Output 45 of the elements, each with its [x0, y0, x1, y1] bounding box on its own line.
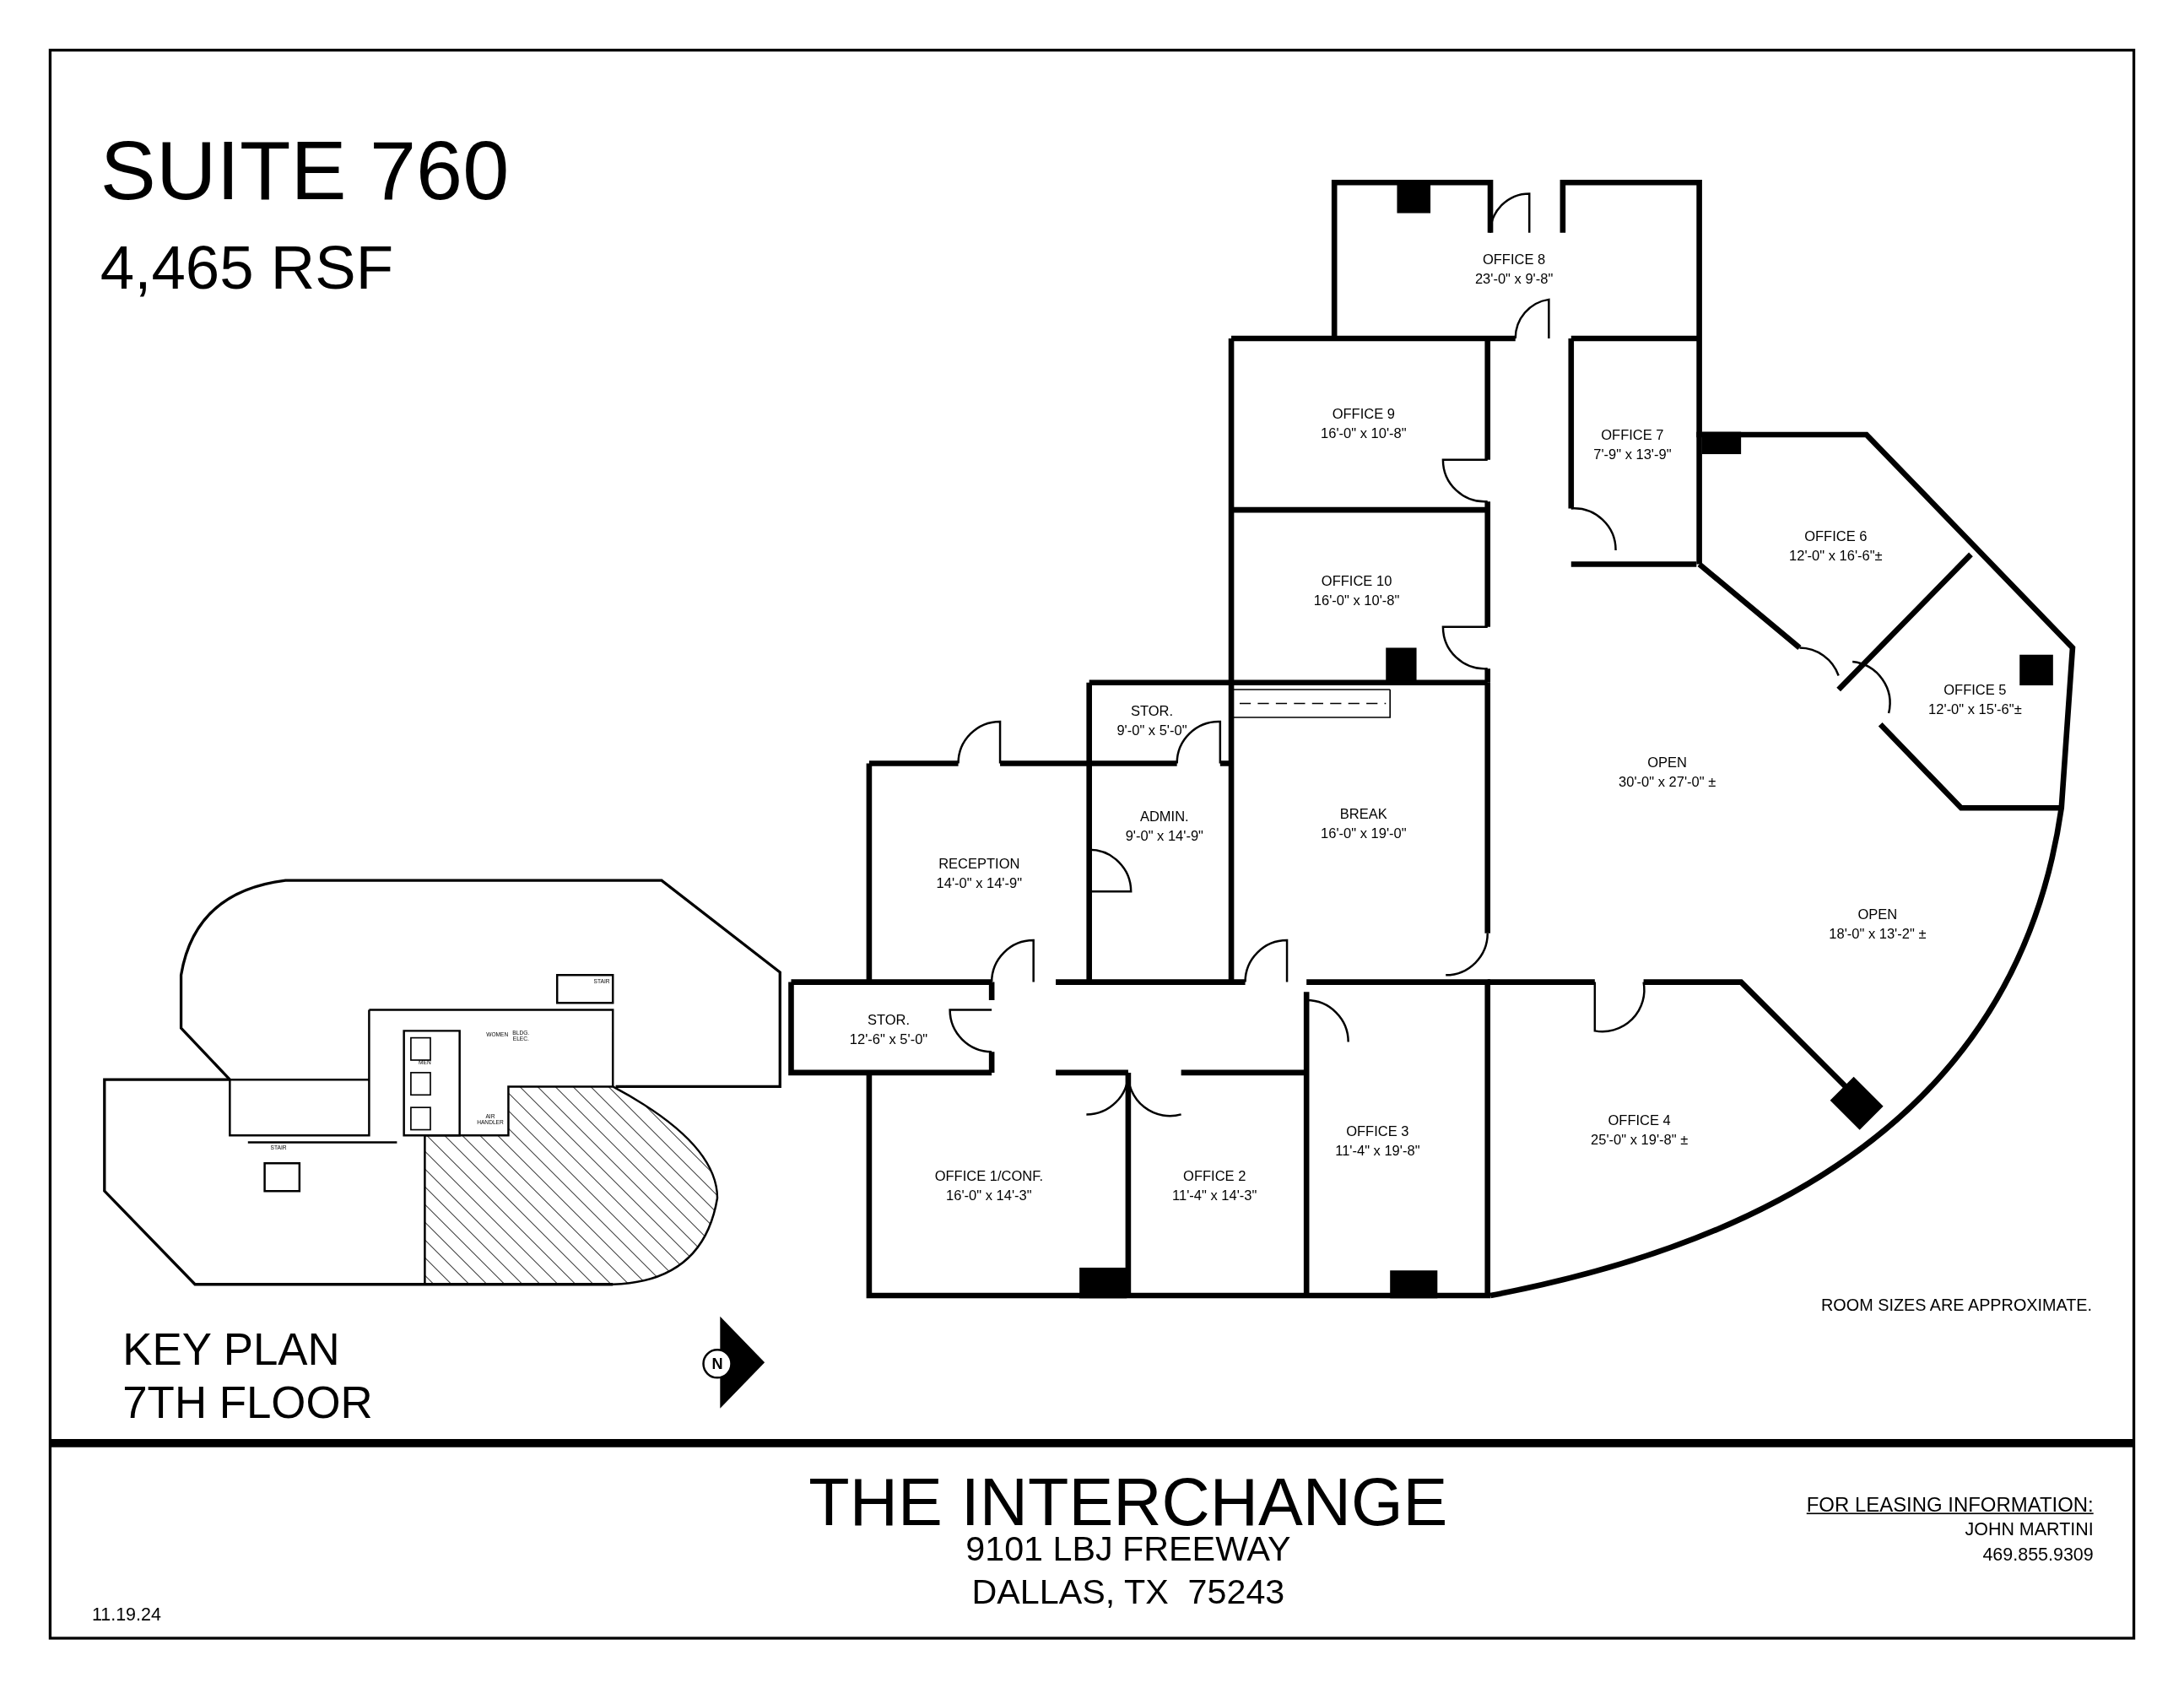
room-name: OFFICE 5	[1943, 680, 2008, 700]
leasing-heading: FOR LEASING INFORMATION:	[1806, 1495, 2094, 1518]
room-dimensions: 12'-0" x 15'-6"±	[1928, 700, 2022, 718]
room-name: STOR.	[866, 1011, 911, 1030]
room-dimensions: 16'-0" x 14'-3"	[945, 1186, 1033, 1204]
room-name: STOR.	[1129, 701, 1175, 720]
key-plan-caption: 7TH FLOOR	[122, 1379, 373, 1429]
room-name: OFFICE 10	[1320, 572, 1393, 591]
room-dimensions: 11'-4" x 19'-8"	[1335, 1141, 1420, 1160]
room-dimensions: 25'-0" x 19'-8" ±	[1591, 1130, 1689, 1149]
room-dimensions: 16'-0" x 10'-8"	[1313, 591, 1400, 609]
room-name: BREAK	[1338, 804, 1388, 823]
address-line: DALLAS, TX 75243	[971, 1572, 1285, 1611]
phone-number: 469.855.9309	[1982, 1545, 2094, 1565]
room-dimensions: 16'-0" x 10'-8"	[1321, 424, 1407, 442]
room-dimensions: 11'-4" x 14'-3"	[1172, 1186, 1257, 1204]
room-name: OFFICE 9	[1331, 405, 1396, 424]
room-name: OFFICE 7	[1600, 425, 1665, 445]
room-dimensions: 7'-9" x 13'-9"	[1593, 445, 1672, 463]
room-name: OPEN	[1646, 753, 1689, 771]
room-dimensions: 9'-0" x 5'-0"	[1116, 720, 1187, 739]
north-label: N	[711, 1355, 723, 1372]
date-label: 11.19.24	[91, 1604, 161, 1625]
note: ROOM SIZES ARE APPROXIMATE.	[1821, 1296, 2093, 1316]
room-dimensions: 23'-0" x 9'-8"	[1474, 269, 1554, 288]
title: SUITE 760	[100, 125, 510, 218]
room-dimensions: 9'-0" x 14'-9"	[1125, 826, 1203, 845]
room-name: OFFICE 1/CONF.	[934, 1166, 1044, 1186]
key-plan-caption: KEY PLAN	[122, 1326, 340, 1376]
room-dimensions: 30'-0" x 27'-0" ±	[1619, 772, 1716, 791]
room-dimensions: 12'-0" x 16'-6"±	[1789, 546, 1883, 565]
room-name: OFFICE 4	[1607, 1111, 1672, 1130]
room-dimensions: 18'-0" x 13'-2" ±	[1829, 923, 1927, 943]
room-name: OFFICE 2	[1182, 1166, 1247, 1186]
contact-name: JOHN MARTINI	[1965, 1519, 2094, 1540]
room-name: OFFICE 3	[1345, 1123, 1410, 1141]
area-label: 4,465 RSF	[100, 234, 393, 302]
room-dimensions: 14'-0" x 14'-9"	[936, 874, 1023, 892]
room-name: RECEPTION	[938, 855, 1021, 874]
room-name: OFFICE 8	[1481, 250, 1547, 269]
room-dimensions: 16'-0" x 19'-0"	[1321, 824, 1407, 842]
room-name: OPEN	[1857, 905, 1899, 923]
room-dimensions: 12'-6" x 5'-0"	[849, 1030, 928, 1048]
room-name: OFFICE 6	[1803, 528, 1868, 546]
room-name: ADMIN.	[1138, 808, 1190, 826]
